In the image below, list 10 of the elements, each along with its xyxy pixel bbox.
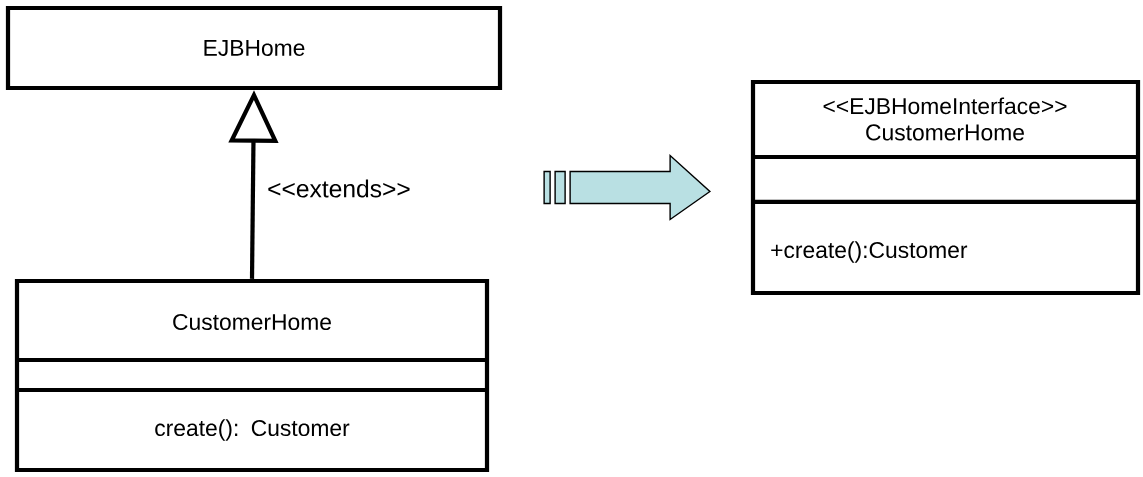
class-box <box>5 5 503 91</box>
edge-label: <<extends>> <box>265 177 413 200</box>
block-arrow <box>543 153 712 221</box>
class-text: <<EJBHomeInterface>> CustomerHome <box>823 97 1067 141</box>
class-box <box>14 278 490 473</box>
class-text: create(): Customer <box>155 419 350 441</box>
class-box <box>750 79 1141 296</box>
class-text: CustomerHome <box>173 313 331 331</box>
class-text: EJBHome <box>204 40 305 56</box>
class-text: +create():Customer <box>771 241 968 263</box>
